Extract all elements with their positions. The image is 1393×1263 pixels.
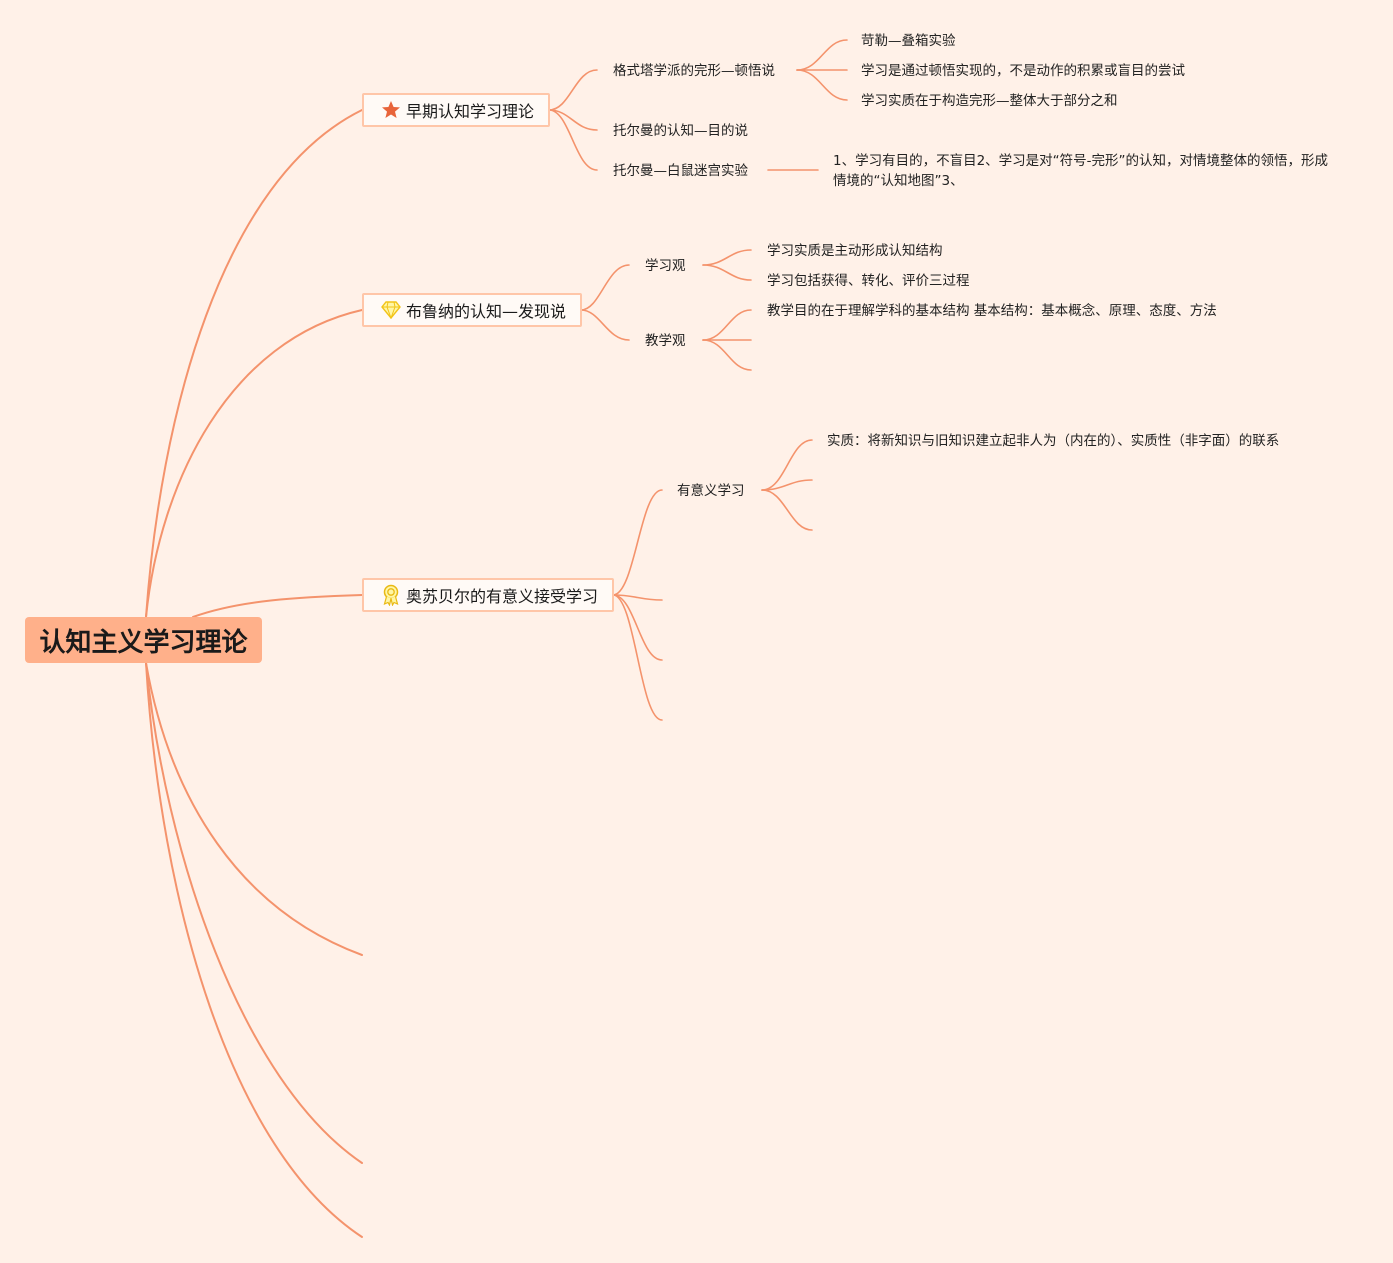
- link-teachview-leaf-1: [702, 309, 752, 341]
- leaf-three-processes[interactable]: 学习包括获得、转化、评价三过程: [767, 273, 970, 289]
- link-learnview-leaf-1: [702, 249, 752, 266]
- link-b3-sub-3: [612, 594, 663, 661]
- subtopic-tolman-purpose[interactable]: 托尔曼的认知—目的说: [613, 123, 748, 139]
- link-gestalt-leaf-3: [796, 69, 848, 101]
- link-root-branch-1: [145, 109, 363, 618]
- link-b2-sub-2: [580, 309, 630, 341]
- link-meaningful-leaf-3: [761, 489, 813, 531]
- leaf-kohler-experiment[interactable]: 苛勒—叠箱实验: [861, 33, 956, 49]
- link-root-branch-4: [145, 662, 363, 956]
- link-teachview-leaf-3: [702, 339, 752, 371]
- link-gestalt-leaf-1: [796, 39, 848, 71]
- leaf-insight-learning[interactable]: 学习是通过顿悟实现的，不是动作的积累或盲目的尝试: [861, 63, 1185, 79]
- star-icon: [380, 99, 402, 121]
- link-b1-sub-3: [548, 109, 598, 171]
- link-b1-sub-1: [548, 69, 598, 111]
- topic-early-cognitive-theory[interactable]: 早期认知学习理论: [362, 93, 551, 127]
- link-root-branch-5: [145, 662, 363, 1164]
- subtopic-gestalt[interactable]: 格式塔学派的完形—顿悟说: [613, 63, 775, 79]
- award-icon: [380, 584, 402, 606]
- link-b2-sub-1: [580, 264, 630, 311]
- subtopic-learning-view[interactable]: 学习观: [645, 258, 686, 274]
- topic-label: 早期认知学习理论: [406, 102, 535, 121]
- link-b3-sub-2: [612, 594, 663, 601]
- subtopic-meaningful-learning[interactable]: 有意义学习: [677, 483, 745, 499]
- root-topic[interactable]: 认知主义学习理论: [25, 617, 262, 663]
- topic-label: 奥苏贝尔的有意义接受学习: [406, 587, 599, 606]
- leaf-gestalt-essence[interactable]: 学习实质在于构造完形—整体大于部分之和: [861, 93, 1118, 109]
- diamond-icon: [380, 299, 402, 321]
- topic-ausubel-meaningful[interactable]: 奥苏贝尔的有意义接受学习: [362, 578, 615, 612]
- link-meaningful-leaf-2: [761, 479, 813, 491]
- link-root-branch-2: [145, 309, 363, 618]
- link-b3-sub-4: [612, 594, 663, 721]
- leaf-maze-conclusions[interactable]: 1、学习有目的，不盲目2、学习是对“符号-完形”的认知，对情境整体的领悟，形成情…: [833, 153, 1329, 189]
- topic-label: 布鲁纳的认知—发现说: [406, 302, 567, 321]
- subtopic-teaching-view[interactable]: 教学观: [645, 333, 686, 349]
- leaf-cognitive-structure[interactable]: 学习实质是主动形成认知结构: [767, 243, 943, 259]
- link-root-branch-3: [192, 594, 363, 618]
- link-b3-sub-1: [612, 489, 663, 596]
- topic-bruner-discovery[interactable]: 布鲁纳的认知—发现说: [362, 293, 583, 327]
- leaf-teaching-goal[interactable]: 教学目的在于理解学科的基本结构 基本结构：基本概念、原理、态度、方法: [767, 303, 1217, 319]
- leaf-meaningful-essence[interactable]: 实质：将新知识与旧知识建立起非人为（内在的）、实质性（非字面）的联系: [827, 433, 1280, 449]
- link-meaningful-leaf-1: [761, 439, 813, 491]
- link-root-branch-6: [145, 662, 363, 1238]
- link-learnview-leaf-2: [702, 264, 752, 281]
- subtopic-tolman-maze[interactable]: 托尔曼—白鼠迷宫实验: [613, 163, 748, 179]
